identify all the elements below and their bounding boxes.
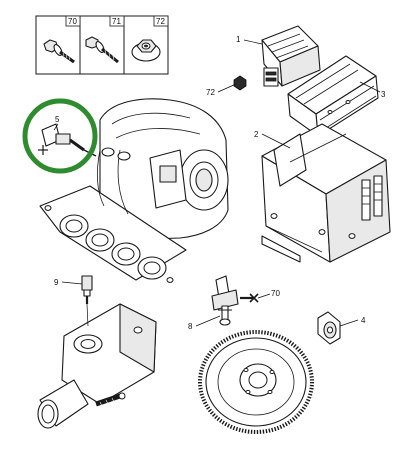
callout-72: 72 [206,88,215,97]
ecu-bracket[interactable] [287,55,379,137]
fastener-cell-72-label: 72 [156,17,165,26]
callout-8: 8 [188,322,193,331]
highlight-circle [22,98,98,174]
callout-5: 5 [55,115,60,124]
callout-3: 3 [381,90,386,99]
callout-70: 70 [271,289,280,298]
callout-9: 9 [54,278,59,287]
bolt-with-washer-icon [43,39,75,64]
fastener-table: 70 71 [35,15,169,75]
manifold-runners [59,214,167,280]
screw-with-washer-icon [85,36,119,64]
sensor-4[interactable] [317,311,341,345]
leader-lines [53,39,381,327]
coolant-outlet-housing[interactable] [37,303,157,429]
fastener-cell-71[interactable]: 71 [85,15,125,64]
sensor-9[interactable] [81,275,93,327]
callout-2: 2 [254,130,259,139]
intake-manifold[interactable] [39,98,229,283]
fastener-cell-72[interactable]: 72 [131,15,169,62]
fastener-cell-70[interactable]: 70 [43,15,81,64]
callouts: 1 2 3 4 5 8 9 70 72 [54,35,386,331]
nut-72[interactable] [233,75,247,91]
callout-1: 1 [236,35,241,44]
fastener-cell-70-label: 70 [68,17,77,26]
sensor-5[interactable] [38,123,97,157]
ecu-tray[interactable] [261,123,391,263]
fastener-cell-71-label: 71 [112,17,121,26]
flywheel[interactable] [198,330,314,434]
bolt-70[interactable] [240,293,259,303]
flange-nut-icon [131,39,161,62]
ecu-module[interactable] [261,25,321,87]
sensor-8[interactable] [211,275,239,326]
callout-4: 4 [361,316,366,325]
